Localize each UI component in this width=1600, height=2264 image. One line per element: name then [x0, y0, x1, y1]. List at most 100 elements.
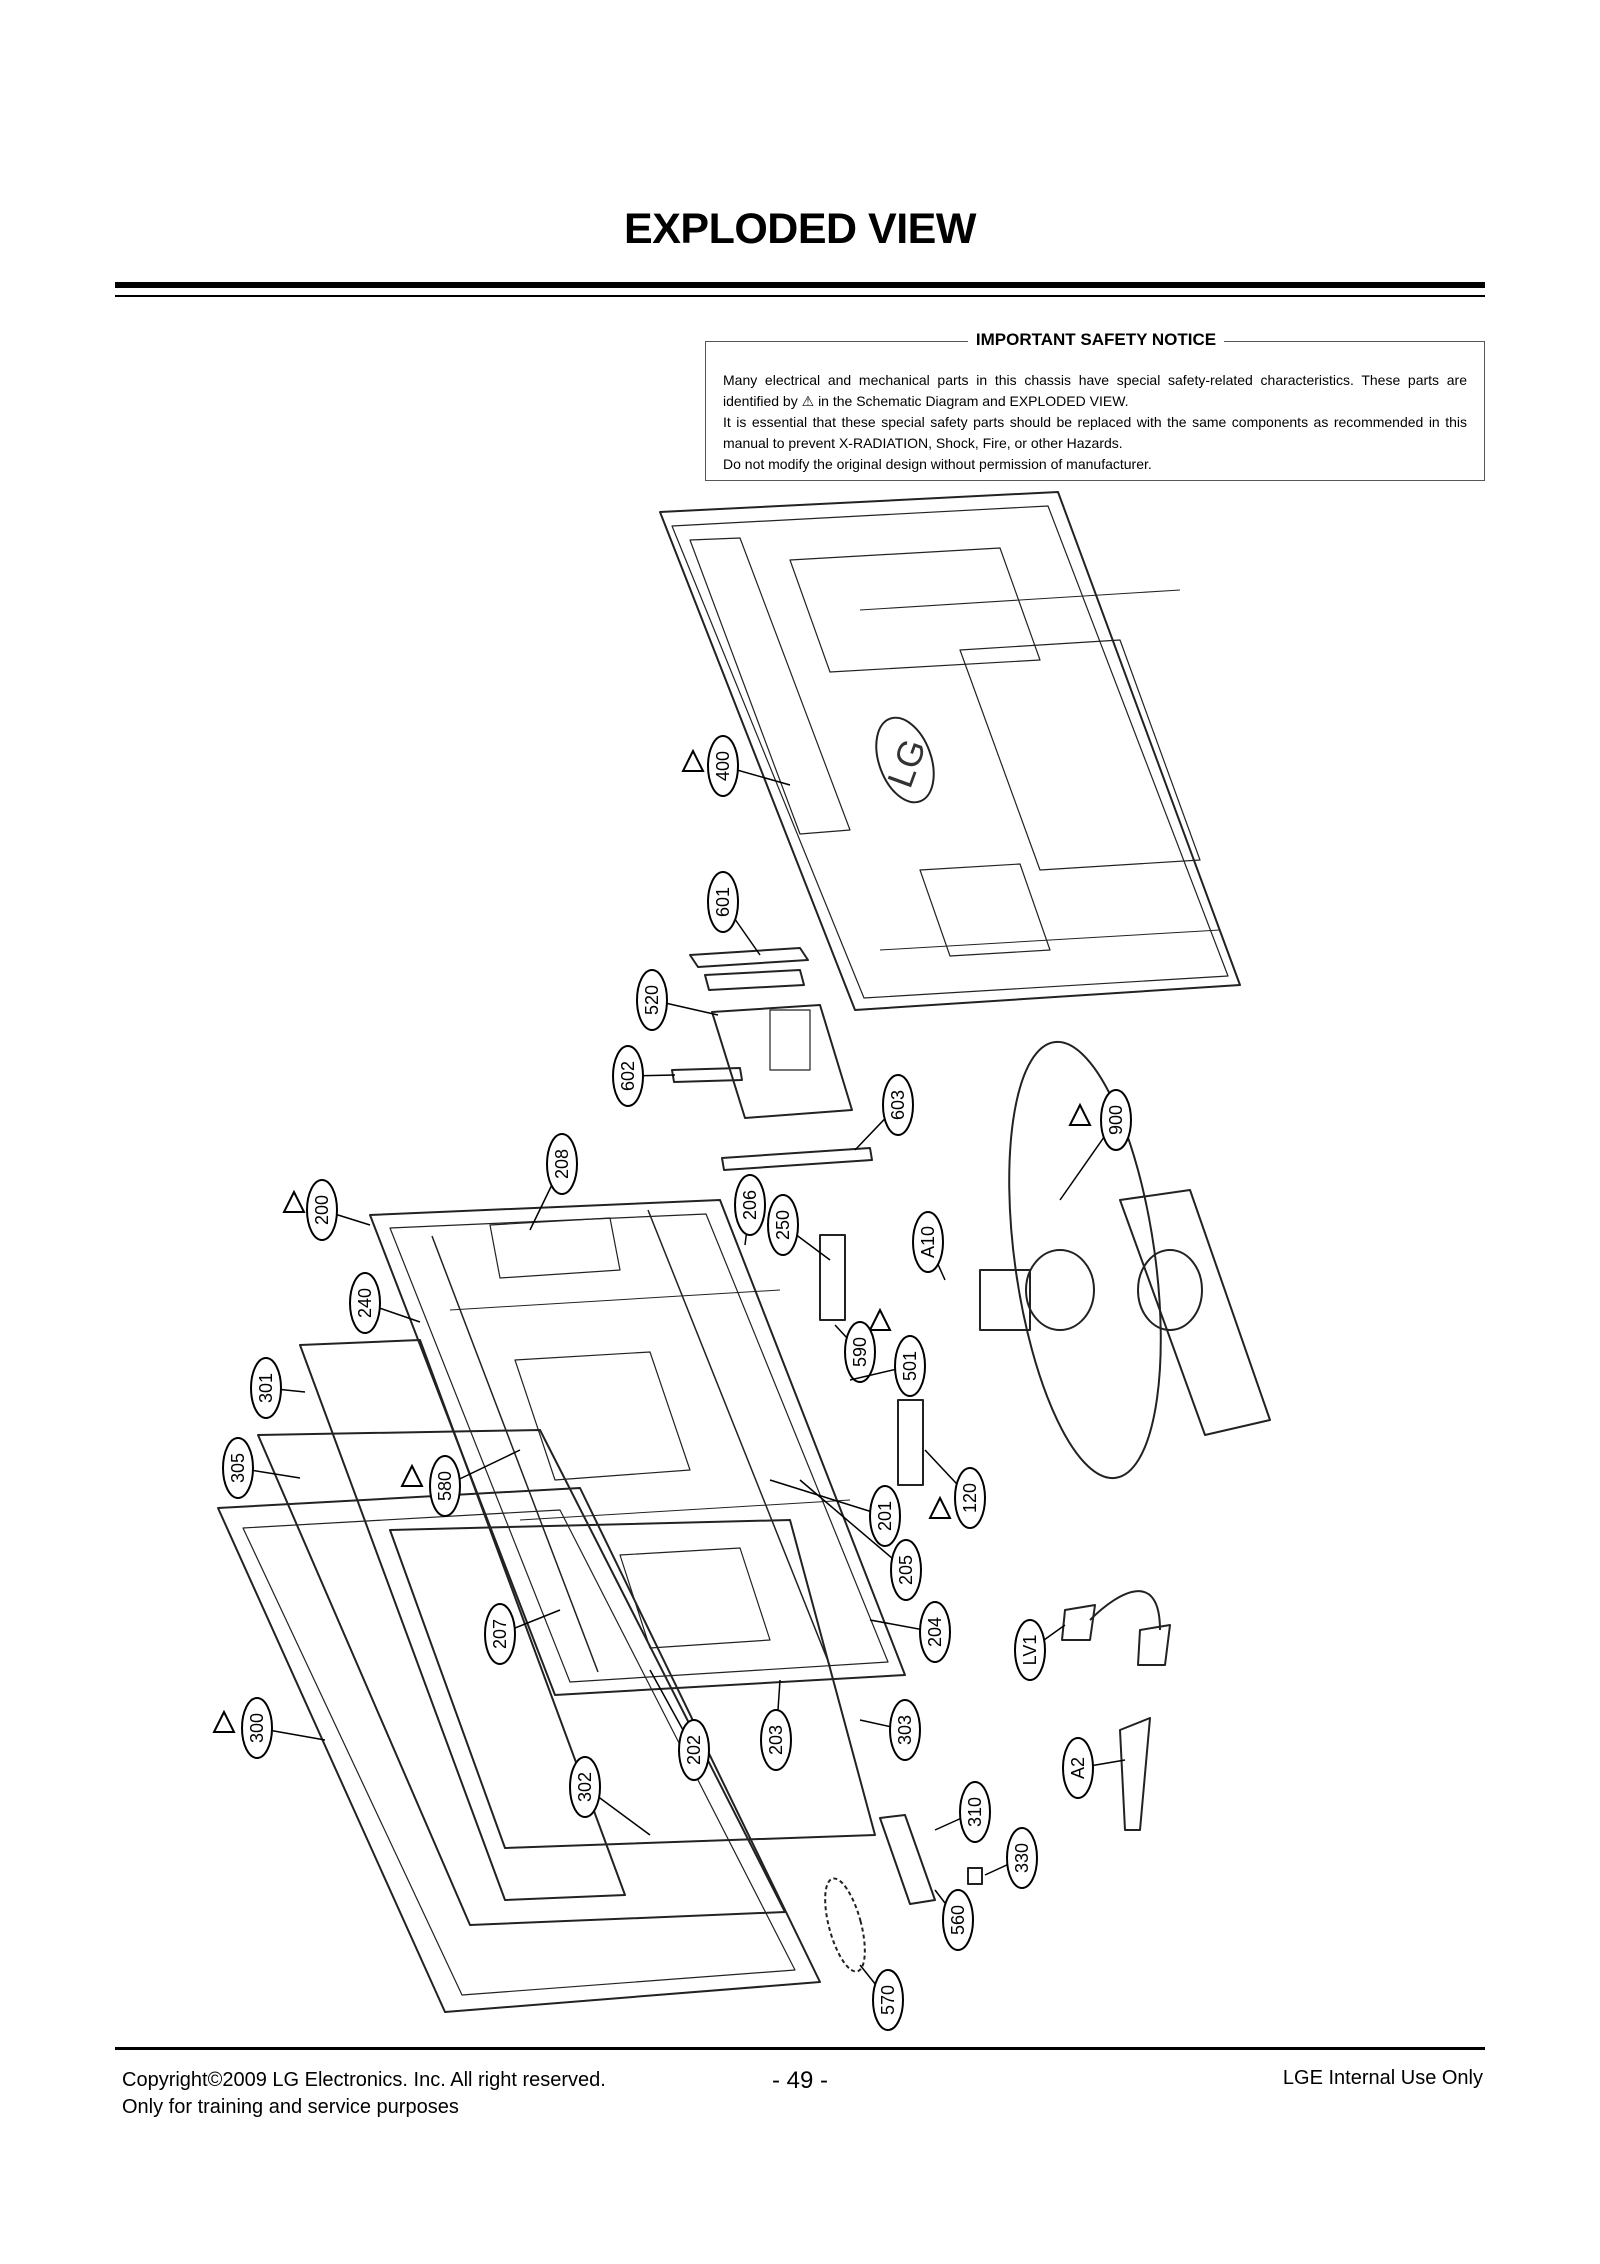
- callout-bubble: [222, 1437, 254, 1499]
- warning-triangle-icon: [681, 748, 705, 772]
- callout-label: 520: [642, 985, 662, 1015]
- callout-label: 900: [1106, 1105, 1126, 1135]
- frame-part: [369, 1199, 906, 1696]
- callout-label: 200: [312, 1195, 332, 1225]
- callout-lv1: LV1: [1014, 1619, 1066, 1681]
- notice-line-3: Do not modify the original design withou…: [723, 456, 1152, 472]
- callout-label: A10: [918, 1226, 938, 1258]
- callout-bubble: [241, 1697, 273, 1759]
- lcd-module-part: [299, 1339, 626, 1901]
- callout-bubble: [734, 1174, 766, 1236]
- page-number: - 49 -: [771, 2067, 828, 2094]
- callout-bubble: [546, 1133, 578, 1195]
- title-rule-thin: [115, 295, 1485, 297]
- callout-501: 501: [849, 1335, 926, 1397]
- warning-triangle-icon: [212, 1709, 236, 1733]
- callout-label: 330: [1012, 1843, 1032, 1873]
- rear-frame-part: [389, 1519, 876, 1849]
- callout-bubble: [678, 1719, 710, 1781]
- callout-208: 208: [529, 1133, 578, 1231]
- page-title: EXPLODED VIEW: [624, 205, 976, 253]
- callout-310: 310: [934, 1781, 991, 1843]
- ir-board-part: [824, 1877, 866, 1973]
- callout-bubble: [844, 1321, 876, 1383]
- callout-label: 202: [684, 1735, 704, 1765]
- callout-bubble: [569, 1756, 601, 1818]
- callout-label: 203: [766, 1725, 786, 1755]
- callout-label: 303: [895, 1715, 915, 1745]
- callout-302: 302: [569, 1756, 651, 1836]
- callout-label: LV1: [1020, 1635, 1040, 1666]
- part-330-piece: [967, 1867, 983, 1885]
- safety-notice-box: IMPORTANT SAFETY NOTICE Many electrical …: [705, 330, 1485, 481]
- cable-part: [1061, 1590, 1171, 1666]
- callout-label: 400: [713, 751, 733, 781]
- callout-label: 300: [247, 1713, 267, 1743]
- callout-250: 250: [767, 1194, 831, 1261]
- warning-triangle-icon: [868, 1307, 892, 1331]
- notice-line-1: Many electrical and mechanical parts in …: [723, 372, 1467, 409]
- callout-label: 310: [965, 1797, 985, 1827]
- callout-label: 205: [896, 1555, 916, 1585]
- callout-900: 900: [1059, 1089, 1132, 1201]
- callout-560: 560: [934, 1889, 974, 1951]
- callout-602: 602: [612, 1045, 676, 1107]
- callout-label: 208: [552, 1149, 572, 1179]
- callout-label: 602: [618, 1061, 638, 1091]
- callout-a10: A10: [912, 1211, 946, 1281]
- callout-206: 206: [734, 1174, 766, 1246]
- callout-303: 303: [859, 1699, 921, 1761]
- callout-label: 601: [713, 887, 733, 917]
- callout-label: 250: [773, 1210, 793, 1240]
- callout-a2: A2: [1062, 1737, 1126, 1799]
- hinge-part: [979, 1269, 1031, 1331]
- callout-label: 204: [925, 1617, 945, 1647]
- callout-bubble: [707, 735, 739, 797]
- warning-triangle-icon: ⚠: [801, 393, 815, 409]
- warning-triangle-icon: [400, 1463, 424, 1487]
- callout-207: 207: [484, 1603, 561, 1665]
- callout-bubble: [429, 1455, 461, 1517]
- callout-330: 330: [984, 1827, 1038, 1889]
- callout-bubble: [912, 1211, 944, 1273]
- back-cover-part: [659, 491, 1241, 1011]
- callout-bubble: [890, 1539, 922, 1601]
- callout-bubble: [872, 1969, 904, 2031]
- callout-bubble: [959, 1781, 991, 1843]
- callout-301: 301: [250, 1357, 306, 1419]
- callout-bubble: [889, 1699, 921, 1761]
- safety-notice-body: Many electrical and mechanical parts in …: [723, 370, 1467, 475]
- callout-label: 580: [435, 1471, 455, 1501]
- callout-305: 305: [222, 1437, 301, 1499]
- callout-590: 590: [834, 1321, 876, 1383]
- callout-200: 200: [306, 1179, 371, 1241]
- callout-bubble: [954, 1467, 986, 1529]
- callout-bubble: [869, 1485, 901, 1547]
- callout-label: 240: [355, 1288, 375, 1318]
- callout-label: 560: [948, 1905, 968, 1935]
- callout-bubble: [1062, 1737, 1094, 1799]
- callout-204: 204: [869, 1601, 951, 1663]
- callout-205: 205: [799, 1479, 922, 1601]
- callout-bubble: [942, 1889, 974, 1951]
- callout-bubble: [484, 1603, 516, 1665]
- callout-bubble: [882, 1074, 914, 1136]
- callout-201: 201: [769, 1479, 901, 1547]
- speaker-right-part: [897, 1399, 924, 1486]
- callout-label: A2: [1068, 1757, 1088, 1779]
- front-cabinet-part: [217, 1487, 821, 2013]
- internal-use-text: LGE Internal Use Only: [1282, 2067, 1483, 2089]
- safety-notice-title: IMPORTANT SAFETY NOTICE: [967, 330, 1225, 349]
- callout-bubble: [306, 1179, 338, 1241]
- callout-580: 580: [429, 1449, 521, 1517]
- key-board-part: [879, 1814, 936, 1905]
- callout-300: 300: [241, 1697, 326, 1759]
- footer-rule: [115, 2047, 1485, 2050]
- callout-label: 302: [575, 1772, 595, 1802]
- purpose-text: Only for training and service purposes: [122, 2096, 459, 2118]
- callout-label: 603: [888, 1090, 908, 1120]
- warning-triangle-icon: [282, 1189, 306, 1213]
- callout-label: 590: [850, 1337, 870, 1367]
- leader-line: [799, 1479, 907, 1571]
